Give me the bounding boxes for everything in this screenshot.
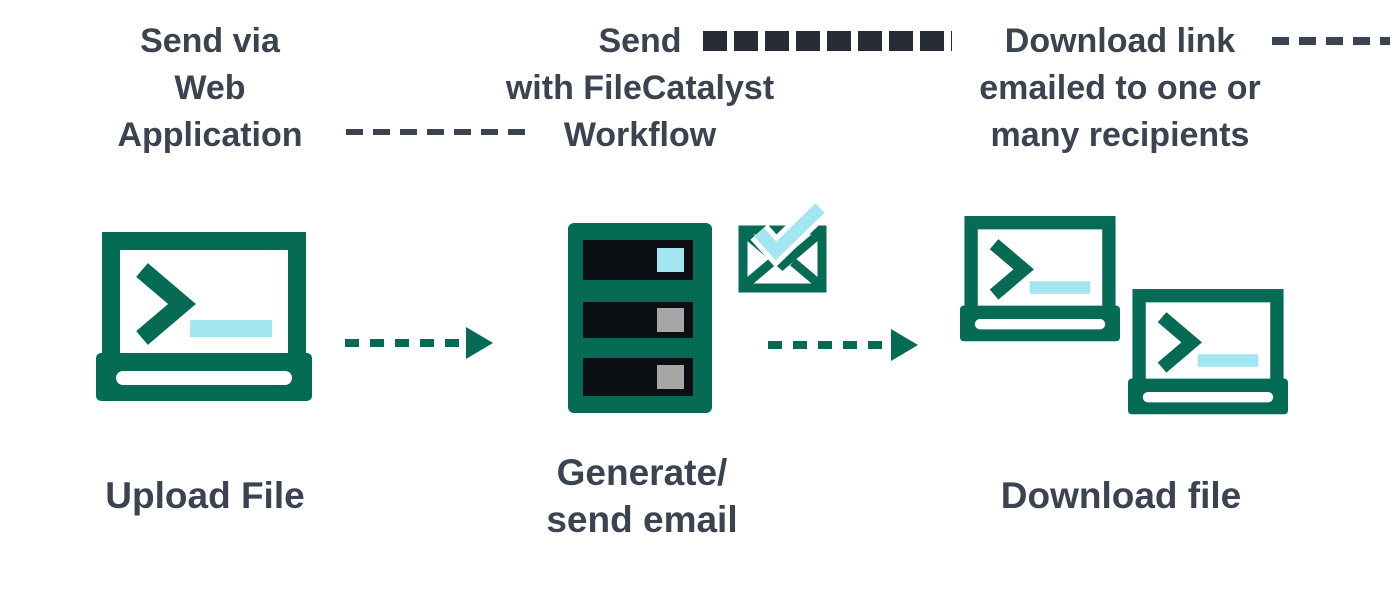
step-title-web-application: Send via Web Application: [60, 18, 360, 159]
step-caption-generate-send-email: Generate/ send email: [492, 449, 792, 543]
step-caption-upload-file: Upload File: [55, 472, 355, 519]
laptop-terminal-icon: [96, 232, 312, 401]
dashed-arrow-icon: [768, 329, 918, 361]
arrow-head: [891, 329, 918, 361]
caption-line: Download file: [1000, 475, 1242, 516]
arrow-dashes: [768, 341, 891, 349]
arrow-head: [466, 327, 493, 359]
title-line: emailed to one or: [979, 69, 1261, 107]
title-connector-dashes: [703, 31, 952, 51]
title-line: Workflow: [563, 116, 717, 154]
title-line: with FileCatalyst: [505, 69, 775, 107]
title-line: Web: [174, 69, 246, 107]
title-connector-dashes: [346, 129, 526, 135]
title-line: Download link: [1004, 22, 1236, 60]
title-connector-dashes: [1272, 37, 1390, 45]
caption-line: send email: [546, 499, 738, 540]
title-line: Send via: [140, 22, 280, 60]
laptop-terminal-icon: [960, 216, 1120, 342]
caption-line: Generate/: [556, 452, 728, 493]
arrow-dashes: [345, 339, 466, 347]
email-check-icon: [738, 199, 829, 293]
title-line: Send: [598, 22, 682, 60]
step-caption-download-file: Download file: [971, 472, 1271, 519]
caption-line: Upload File: [105, 475, 305, 516]
title-line: Application: [117, 116, 303, 154]
step-title-filecatalyst-workflow: Send with FileCatalyst Workflow: [460, 18, 820, 159]
dashed-arrow-icon: [345, 327, 493, 359]
laptop-terminal-icon: [1128, 289, 1288, 415]
server-icon: [568, 223, 712, 413]
step-title-recipients: Download link emailed to one or many rec…: [930, 18, 1310, 159]
title-line: many recipients: [990, 116, 1250, 154]
